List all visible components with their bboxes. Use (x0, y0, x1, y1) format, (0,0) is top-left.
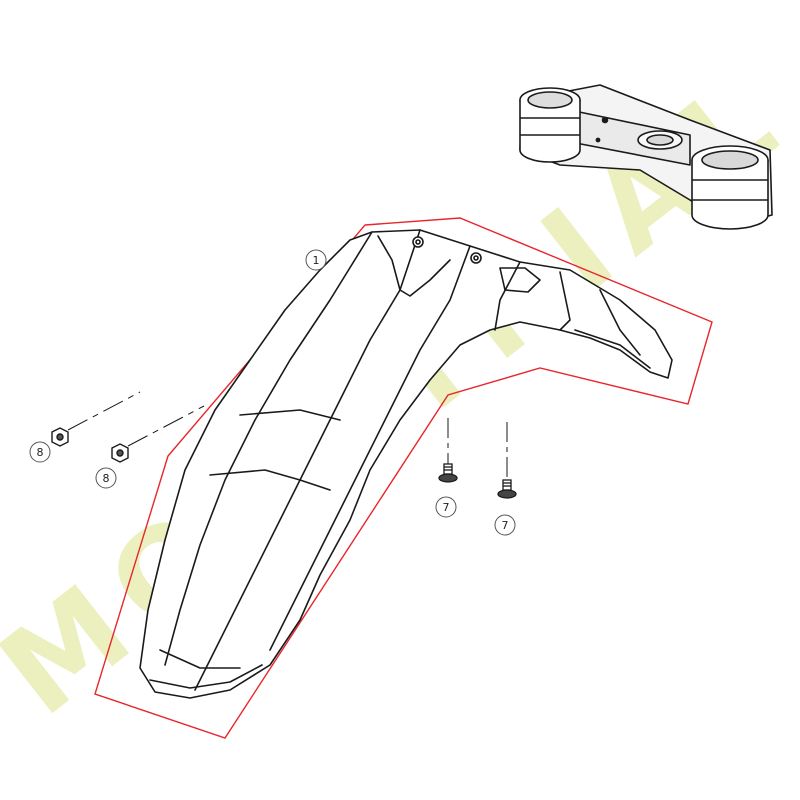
screw-right (497, 479, 517, 499)
leader-line-nut-right (127, 405, 205, 447)
callout-8b: 8 (95, 467, 117, 489)
triple-clamp (519, 84, 773, 230)
nut-left (51, 427, 69, 447)
callout-7a-label: 7 (443, 501, 450, 514)
nut-right (111, 443, 129, 463)
callout-7a: 7 (435, 496, 457, 518)
front-fender (139, 229, 673, 699)
callout-8a: 8 (29, 441, 51, 463)
callout-7b-label: 7 (502, 519, 509, 532)
callout-1: 1 (305, 249, 327, 271)
screw-left (438, 463, 458, 483)
callout-8b-label: 8 (103, 472, 110, 485)
callout-8a-label: 8 (37, 446, 44, 459)
leader-line-nut-left (67, 391, 141, 431)
fender-highlight-outline (94, 217, 713, 739)
callout-1-label: 1 (313, 254, 320, 267)
callout-7b: 7 (494, 514, 516, 536)
